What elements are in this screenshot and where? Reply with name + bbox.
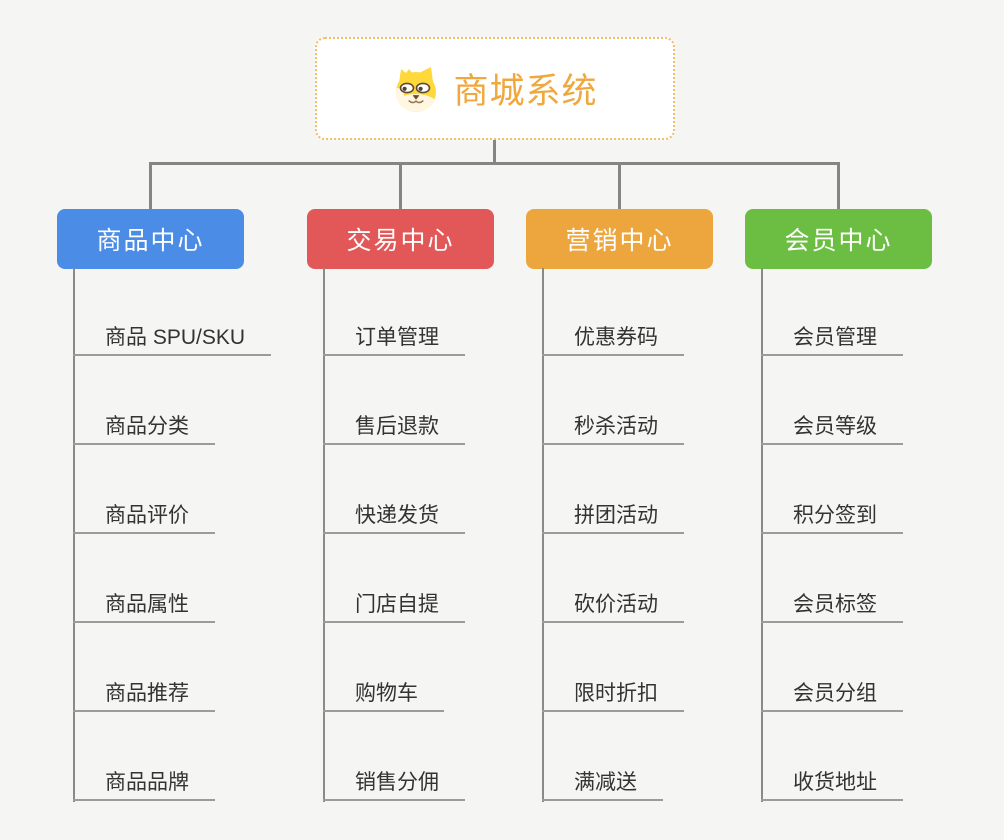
leaf-item[interactable]: 商品分类: [73, 415, 215, 445]
root-node[interactable]: 商城系统: [315, 37, 675, 140]
leaf-label: 收货地址: [793, 771, 877, 794]
leaf-item[interactable]: 购物车: [323, 682, 444, 712]
leaf-item[interactable]: 满减送: [542, 771, 663, 801]
leaf-item[interactable]: 拼团活动: [542, 504, 684, 534]
branch-node[interactable]: 交易中心: [307, 209, 494, 269]
branch-drop-connector: [399, 162, 402, 209]
doge-muzzle: [396, 93, 437, 112]
branch-node[interactable]: 会员中心: [745, 209, 932, 269]
leaf-label: 砍价活动: [574, 593, 658, 616]
leaf-label: 限时折扣: [574, 682, 658, 705]
leaf-item[interactable]: 秒杀活动: [542, 415, 684, 445]
leaf-item[interactable]: 优惠券码: [542, 326, 684, 356]
doge-left-eye: [400, 82, 415, 93]
leaf-label: 拼团活动: [574, 504, 658, 527]
leaf-item[interactable]: 会员标签: [761, 593, 903, 623]
branch-trunk-line: [761, 268, 763, 802]
leaf-item[interactable]: 收货地址: [761, 771, 903, 801]
leaf-label: 售后退款: [355, 415, 439, 438]
branch-label: 会员中心: [784, 227, 893, 255]
doge-nose: [413, 94, 420, 99]
leaf-label: 商品 SPU/SKU: [105, 326, 246, 349]
branch-drop-connector: [618, 162, 621, 209]
leaf-item[interactable]: 订单管理: [323, 326, 465, 356]
leaf-label: 商品分类: [105, 415, 189, 438]
leaf-label: 优惠券码: [574, 326, 658, 349]
leaf-label: 积分签到: [793, 504, 877, 527]
leaf-label: 秒杀活动: [574, 415, 658, 438]
leaf-label: 会员标签: [793, 593, 877, 616]
leaf-item[interactable]: 快递发货: [323, 504, 465, 534]
leaf-item[interactable]: 售后退款: [323, 415, 465, 445]
branch-trunk-line: [73, 268, 75, 802]
leaf-item[interactable]: 限时折扣: [542, 682, 684, 712]
leaf-item[interactable]: 会员管理: [761, 326, 903, 356]
branch-label: 营销中心: [565, 227, 674, 255]
leaf-item[interactable]: 积分签到: [761, 504, 903, 534]
branch-node[interactable]: 营销中心: [526, 209, 713, 269]
doge-right-eye: [416, 82, 431, 93]
leaf-label: 门店自提: [355, 593, 439, 616]
leaf-label: 会员等级: [793, 415, 877, 438]
leaf-item[interactable]: 砍价活动: [542, 593, 684, 623]
branch-label: 商品中心: [96, 227, 205, 255]
doge-right-pupil: [418, 86, 424, 91]
root-title: 商城系统: [453, 72, 598, 111]
branch-drop-connector: [149, 162, 152, 209]
leaf-label: 商品评价: [105, 504, 189, 527]
leaf-label: 会员管理: [793, 326, 877, 349]
leaf-item[interactable]: 商品属性: [73, 593, 215, 623]
leaf-item[interactable]: 商品评价: [73, 504, 215, 534]
leaf-label: 满减送: [574, 771, 637, 794]
leaf-label: 销售分佣: [355, 771, 439, 794]
leaf-item[interactable]: 商品推荐: [73, 682, 215, 712]
branch-drop-connector: [837, 162, 840, 209]
leaf-item[interactable]: 门店自提: [323, 593, 465, 623]
leaf-item[interactable]: 会员等级: [761, 415, 903, 445]
leaf-item[interactable]: 商品品牌: [73, 771, 215, 801]
leaf-item[interactable]: 商品 SPU/SKU: [73, 326, 272, 356]
leaf-item[interactable]: 销售分佣: [323, 771, 465, 801]
branch-trunk-line: [542, 268, 544, 802]
leaf-label: 订单管理: [355, 326, 439, 349]
doge-mouth: [408, 99, 425, 103]
leaf-label: 商品推荐: [105, 682, 189, 705]
branch-node[interactable]: 商品中心: [57, 209, 244, 269]
connector-bus: [149, 162, 840, 165]
leaf-label: 购物车: [355, 682, 418, 705]
branch-trunk-line: [323, 268, 325, 802]
leaf-label: 商品品牌: [105, 771, 189, 794]
branch-label: 交易中心: [346, 227, 455, 255]
doge-cheek: [396, 87, 405, 102]
connector-root-drop: [493, 140, 496, 165]
leaf-label: 商品属性: [105, 593, 189, 616]
leaf-label: 快递发货: [355, 504, 439, 527]
doge-left-pupil: [402, 86, 408, 91]
leaf-label: 会员分组: [793, 682, 877, 705]
leaf-item[interactable]: 会员分组: [761, 682, 903, 712]
doge-face-icon: [396, 66, 437, 112]
